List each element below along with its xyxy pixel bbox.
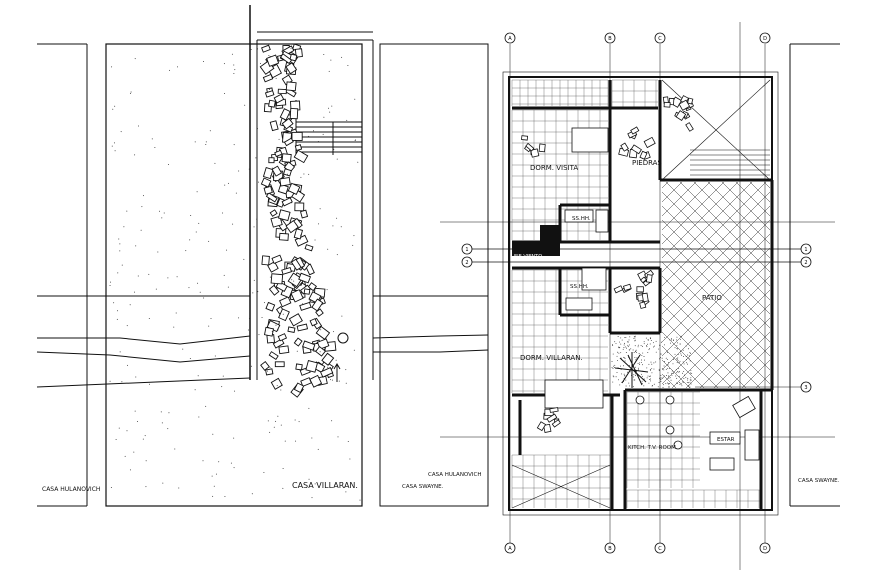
plan-stairs — [690, 149, 770, 176]
svg-text:2: 2 — [804, 260, 807, 266]
patio-hatch — [511, 79, 771, 509]
svg-text:D: D — [763, 546, 767, 552]
neighbor-swayne-label: CASA SWAYNE. — [798, 478, 840, 484]
svg-text:B: B — [608, 546, 612, 552]
svg-text:2: 2 — [465, 260, 468, 266]
svg-text:C: C — [658, 36, 662, 42]
stone-path-plan — [521, 95, 694, 433]
svg-text:3: 3 — [804, 385, 807, 391]
svg-text:A: A — [508, 546, 512, 552]
neighbor-left-label: CASA HULANOVICH — [42, 486, 100, 493]
room-estar: ESTAR — [717, 437, 735, 443]
svg-text:A: A — [508, 36, 512, 42]
room-dorm-visita: DORM. VISITA — [530, 164, 578, 172]
walls — [512, 80, 774, 510]
svg-text:D: D — [763, 36, 767, 42]
tree-symbol — [614, 352, 649, 388]
neighbor-right-bottom-label: CASA SWAYNE. — [402, 484, 444, 490]
grid-bubbles: A A B B C C D D 1 1 2 2 3 — [461, 32, 812, 554]
floor-plan: CASA SWAYNE. A A B B C C D D 1 1 2 2 3 — [440, 22, 840, 570]
corridor-label: EJE VIENTO — [514, 254, 542, 260]
floor-tiles — [511, 79, 760, 508]
main-lot-label: CASA VILLARAN. — [292, 481, 358, 490]
ground-dots — [109, 48, 361, 501]
room-piedras: PIEDRAS — [632, 159, 662, 167]
room-sshh-mid: SS.HH. — [570, 284, 589, 290]
svg-text:1: 1 — [465, 247, 468, 253]
svg-text:1: 1 — [804, 247, 807, 253]
stairs — [295, 100, 362, 155]
stone-path — [259, 43, 337, 398]
room-patio: PATIO — [702, 294, 722, 302]
svg-text:C: C — [658, 546, 662, 552]
svg-text:B: B — [608, 36, 612, 42]
neighbor-right-top-label: CASA HULANOVICH — [428, 472, 482, 478]
furniture — [544, 127, 760, 471]
room-kitchen: KITCH. T.V. ROOM — [628, 445, 676, 451]
room-sshh-top: SS.HH. — [572, 216, 591, 222]
room-dorm-villaran: DORM. VILLARAN. — [520, 354, 583, 362]
site-plan: CASA HULANOVICH CASA VILLARAN. CASA HULA… — [36, 5, 489, 507]
